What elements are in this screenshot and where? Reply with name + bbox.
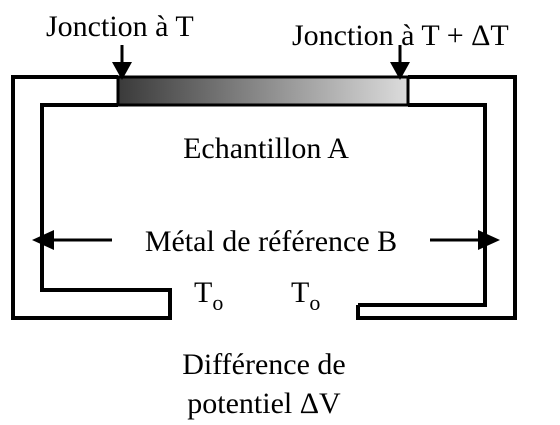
reference-right-arrow [430, 230, 500, 250]
junction-left-label: Jonction à T [46, 10, 194, 43]
reference-left-arrow [32, 230, 112, 250]
reference-metal-label: Métal de référence B [145, 225, 397, 258]
junction-right-label: Jonction à T + ΔT [292, 19, 509, 52]
reference-metal-conductor [11, 75, 517, 320]
junction-right-arrow [390, 45, 410, 80]
sample-bar [116, 75, 410, 107]
temperature-right-label: To [291, 276, 320, 315]
voltage-label-line1: Différence de [182, 348, 346, 381]
temperature-left-label: To [194, 276, 223, 315]
sample-label: Echantillon A [183, 132, 349, 165]
voltage-label-line2: potentiel ΔV [187, 387, 341, 420]
junction-left-arrow [112, 45, 132, 80]
